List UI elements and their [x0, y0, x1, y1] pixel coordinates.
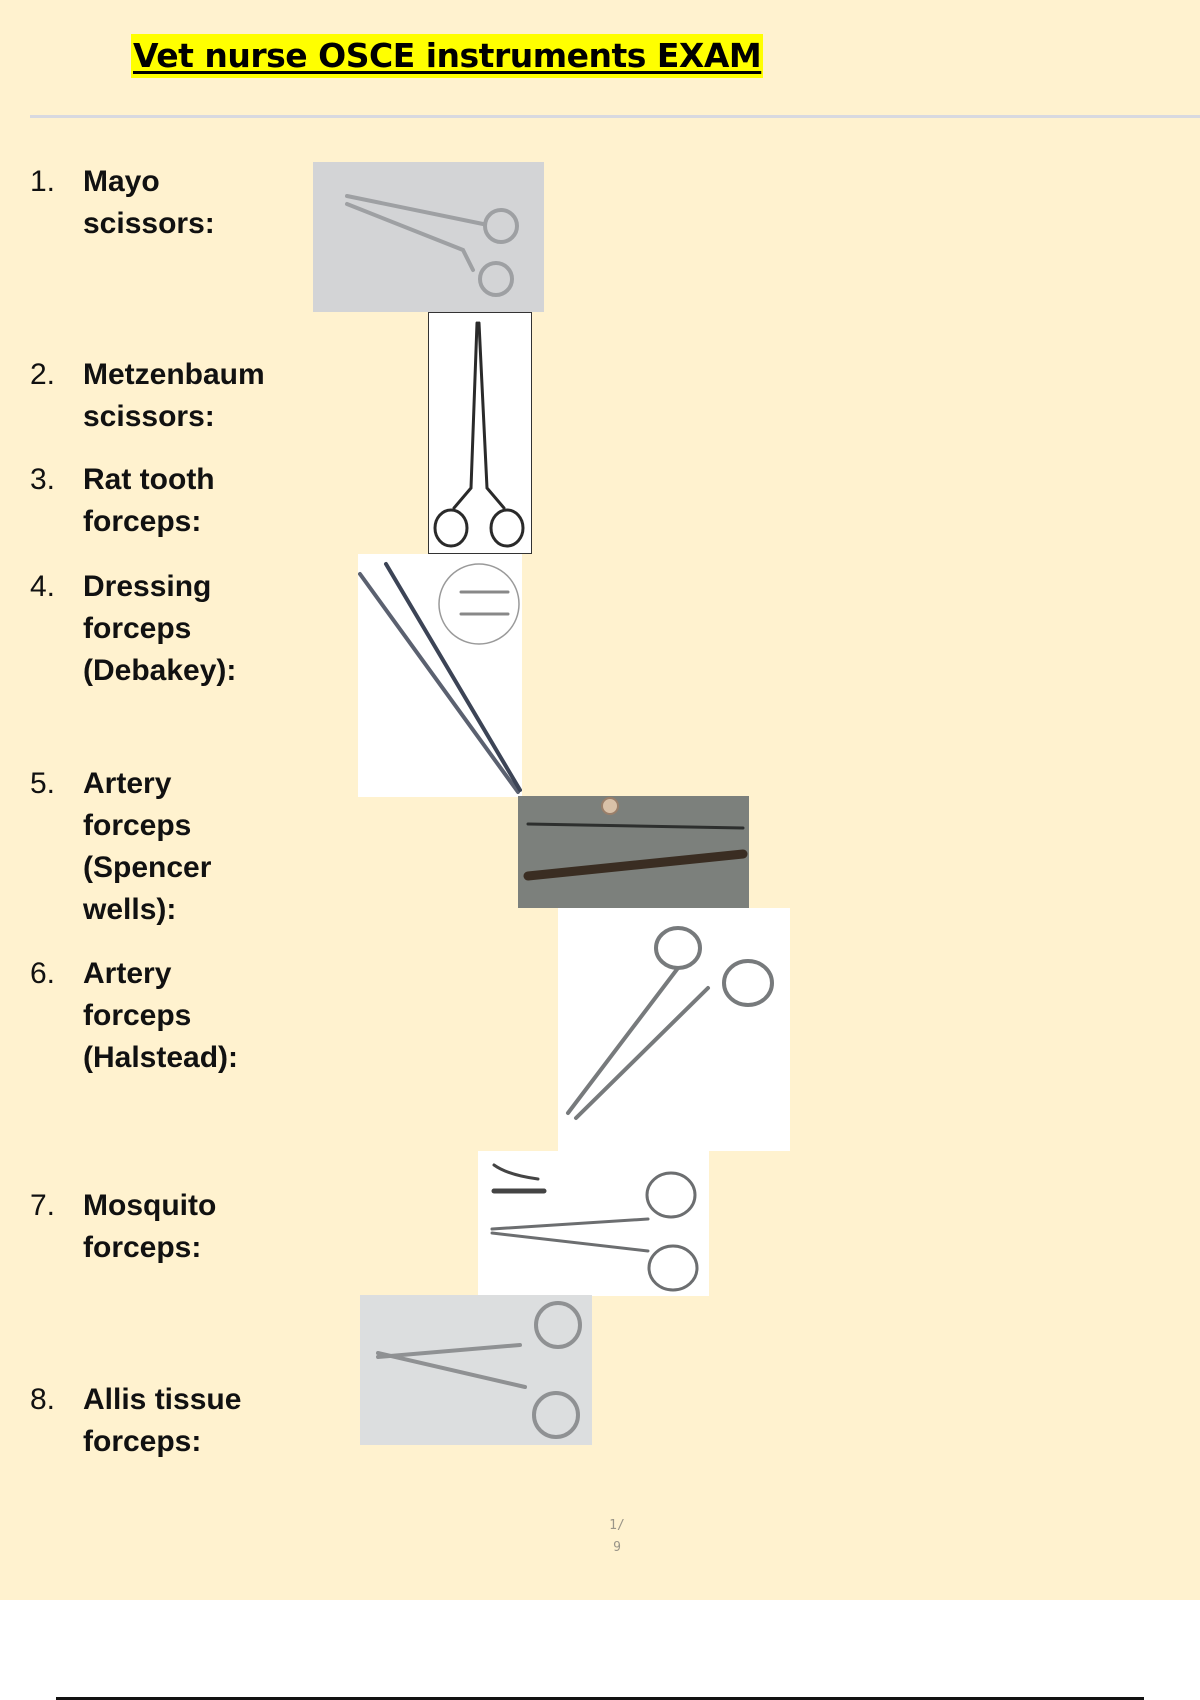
item-number: 1. — [30, 165, 56, 198]
spencer-wells-image — [518, 796, 749, 908]
page-title: Vet nurse OSCE instruments EXAM — [131, 34, 764, 78]
item-number: 7. — [30, 1189, 56, 1222]
item-number: 5. — [30, 767, 56, 800]
item-number: 8. — [30, 1383, 56, 1416]
item-number: 4. — [30, 570, 56, 603]
allis-tissue-forceps-image — [360, 1295, 592, 1445]
item-number: 3. — [30, 463, 56, 496]
debakey-forceps-image — [358, 554, 522, 797]
halstead-forceps-image — [558, 908, 790, 1151]
mosquito-forceps-image — [478, 1151, 709, 1296]
item-number: 6. — [30, 957, 56, 990]
item-number: 2. — [30, 358, 56, 391]
header-divider — [30, 115, 1200, 118]
page-number: 1/9 — [609, 1518, 625, 1555]
metzenbaum-scissors-image — [428, 312, 532, 554]
next-page-top-rule — [56, 1697, 1144, 1700]
mayo-scissors-image — [313, 162, 544, 312]
